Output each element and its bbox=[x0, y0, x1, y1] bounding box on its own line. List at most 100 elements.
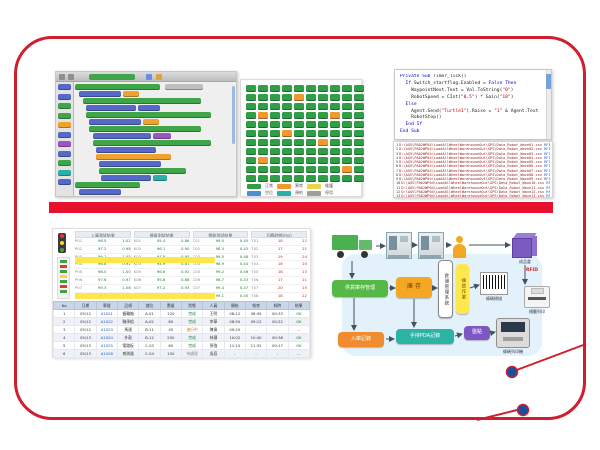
table-cell: 00:17 bbox=[266, 341, 289, 350]
legend-chip bbox=[277, 190, 291, 196]
storage-cell bbox=[318, 157, 328, 164]
palette-block bbox=[58, 103, 71, 109]
block-segment bbox=[79, 91, 121, 97]
traffic-light-icon bbox=[58, 233, 66, 253]
block-segment bbox=[96, 154, 171, 160]
toolbar-button bbox=[146, 74, 152, 80]
code-token: Else bbox=[400, 101, 417, 107]
storage-cell bbox=[318, 94, 328, 101]
icon-part bbox=[421, 236, 429, 250]
sheet-value: 94.9 bbox=[156, 261, 166, 267]
sheet-value: 98.9 bbox=[215, 261, 225, 267]
table-cell: 45 bbox=[159, 325, 182, 334]
column-header: 結束 bbox=[244, 301, 268, 310]
sheet-value: 0.43 bbox=[239, 276, 249, 282]
storage-cell bbox=[258, 112, 268, 119]
sheet-value: 99.4 bbox=[215, 284, 225, 290]
sheet-row-label: P04 bbox=[75, 261, 83, 267]
block-segment bbox=[79, 189, 121, 195]
storage-cell bbox=[318, 85, 328, 92]
code-line: RobotSpeed = CInt("0.5") * Gain("10") bbox=[400, 95, 543, 102]
log-row: 9D:\AGV\PA02WP04\LoadAllWheelWarehouseOu… bbox=[396, 177, 550, 181]
legend-label: 停用 bbox=[325, 190, 333, 195]
table-cell: 60 bbox=[159, 341, 182, 350]
sheet-row-label: P02 bbox=[75, 245, 83, 251]
sheet-row-label: C01 bbox=[192, 238, 200, 243]
table-cell: 進行中 bbox=[180, 325, 204, 334]
table-cell: B-12 bbox=[138, 333, 161, 342]
sheet-value: 0.46 bbox=[239, 269, 249, 275]
sheet-value: 18 bbox=[277, 292, 283, 298]
sheet-value: 1.05 bbox=[122, 254, 130, 261]
log-row-tag: RFID bbox=[546, 185, 550, 190]
storage-cell bbox=[330, 85, 340, 92]
palette-block bbox=[58, 150, 71, 157]
code-line: Else bbox=[400, 102, 543, 109]
gauge-segment bbox=[60, 270, 67, 273]
table-cell: A-02 bbox=[138, 317, 161, 326]
storage-cell bbox=[354, 166, 364, 173]
icon-part bbox=[432, 236, 440, 242]
sheet-value: 1.08 bbox=[122, 284, 131, 290]
storage-cell bbox=[246, 121, 256, 128]
storage-cell bbox=[282, 112, 292, 119]
storage-cell bbox=[306, 103, 316, 110]
code-line: RobotStop() bbox=[400, 115, 543, 122]
gauge-segment bbox=[60, 285, 67, 288]
log-row: 4D:\AGV\PA02WP04\LoadAllWheelWarehouseOu… bbox=[396, 156, 550, 160]
sheet-value: 97.6 bbox=[97, 276, 107, 282]
log-row-path: D:\AGV\PA02WP04\LoadAllWheelWarehouseOut… bbox=[399, 164, 542, 169]
code-token: "0.5" bbox=[460, 94, 475, 100]
table-cell: 120 bbox=[159, 309, 182, 318]
legend-label: 維護 bbox=[325, 183, 333, 188]
table-cell: OK bbox=[287, 317, 311, 326]
table-cell: 感測器 bbox=[116, 349, 140, 358]
storage-cell bbox=[330, 94, 340, 101]
storage-cell bbox=[270, 112, 280, 119]
block-segment bbox=[101, 175, 151, 181]
storage-cell bbox=[330, 148, 340, 155]
palette-block bbox=[58, 93, 71, 100]
flow-arrow bbox=[454, 332, 463, 339]
storage-cell bbox=[270, 148, 280, 155]
spreadsheet-screenshot: 入庫測試結果P0198.51.02P0297.20.98P0399.11.05P… bbox=[52, 228, 311, 358]
blockly-palette bbox=[56, 82, 74, 196]
sheet-value: 99.0 bbox=[215, 238, 225, 243]
log-row-path: D:\AGV\PA02WP04\LoadAllWheelWarehouseOut… bbox=[401, 181, 545, 186]
storage-cell bbox=[246, 166, 256, 173]
table-cell: - bbox=[266, 325, 289, 334]
storage-cell bbox=[282, 175, 292, 182]
sheet-value: 0.90 bbox=[181, 245, 190, 251]
log-row: 8D:\AGV\PA02WP04\LoadAllWheelWarehouseOu… bbox=[396, 173, 550, 177]
storage-cell bbox=[258, 157, 268, 164]
storage-cell bbox=[282, 121, 292, 128]
sheet-row-label: C04 bbox=[192, 261, 200, 267]
block-segment bbox=[153, 175, 167, 181]
storage-cell bbox=[294, 175, 304, 182]
icon-part bbox=[337, 251, 344, 258]
block-segment bbox=[83, 98, 201, 104]
sheet-value: 23 bbox=[302, 269, 307, 275]
sheet-row: C0399.50.48 bbox=[192, 254, 249, 262]
table-cell: 200 bbox=[159, 333, 182, 342]
flow-box-supply: 供貨庫存管理 bbox=[332, 280, 388, 297]
palette-block bbox=[58, 160, 71, 166]
code-token: ) bbox=[510, 94, 514, 100]
code-token: "10" bbox=[499, 94, 511, 100]
icon-part bbox=[400, 236, 408, 242]
log-row-path: D:\AGV\PA02WP04\LoadAllWheelWarehouseOut… bbox=[399, 143, 542, 147]
table-cell: 05/12 bbox=[74, 309, 97, 318]
sheet-row-label: C02 bbox=[192, 245, 200, 251]
storage-cell bbox=[270, 121, 280, 128]
sheet-value: 17 bbox=[277, 245, 283, 251]
storage-cell bbox=[258, 94, 268, 101]
flow-box-stock: 庫 存 bbox=[396, 277, 432, 298]
table-cell: 150 bbox=[159, 349, 182, 358]
